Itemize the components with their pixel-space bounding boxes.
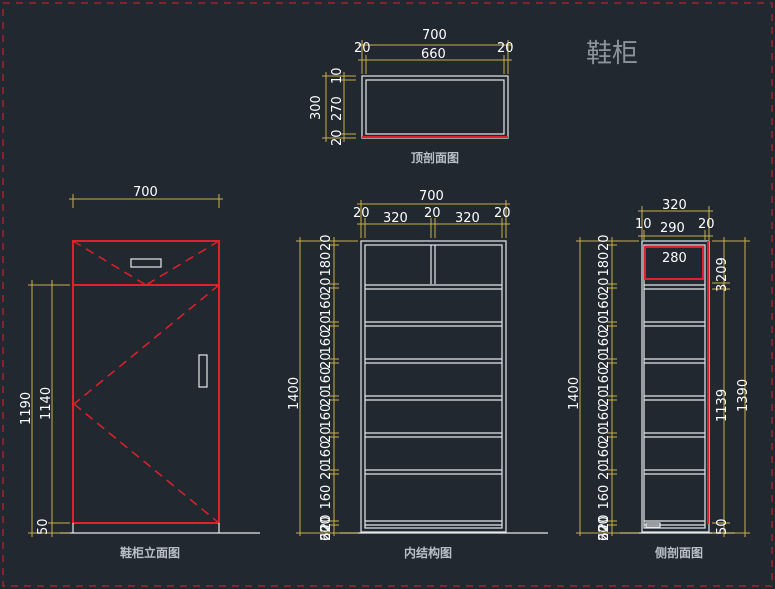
stack-dim-label: 20 (597, 426, 612, 443)
drawer-hinge-line (72, 240, 147, 286)
inner-structure-view: 700 20 320 20 320 20 1400 20180201602016… (287, 189, 548, 560)
stack-dim-label: 160 (597, 485, 612, 510)
stack-dim-label: 20 (597, 315, 612, 332)
stack-dim-label: 20 (319, 352, 334, 369)
stack-dim-label: 160 (319, 485, 334, 510)
stack-dim-label: 20 (319, 277, 334, 294)
inner-height: 1400 (287, 377, 302, 410)
stack-dim-label: 160 (597, 330, 612, 355)
door-handle (198, 354, 208, 388)
stack-dim-label: 160 (597, 367, 612, 392)
elevation-drawer (72, 240, 220, 286)
drawing-title: 鞋柜 (586, 39, 638, 69)
inner-left-wall: 20 (353, 206, 370, 221)
side-inner-frame (643, 244, 706, 529)
door-open-line (73, 403, 220, 524)
side-right-d: 50 (715, 518, 730, 535)
side-overall-height: 1390 (736, 379, 751, 412)
side-right-a: 209 (715, 257, 730, 282)
elevation-base: 50 (36, 518, 51, 535)
stack-dim-label: 20 (597, 463, 612, 480)
side-kick (645, 522, 661, 528)
stack-dim-label: 20 (319, 315, 334, 332)
top-overall-width: 700 (422, 28, 447, 43)
top-section-inner (365, 79, 505, 135)
side-stack-labels: 2018020160201602016020160201602016020220… (597, 234, 612, 541)
elevation-view: 700 1190 1140 50 鞋柜立面图 (19, 185, 260, 560)
elevation-body-height: 1140 (39, 387, 54, 420)
elevation-total-height: 1190 (19, 392, 34, 425)
drawer-hinge-line (145, 240, 220, 286)
top-section-view: 700 660 20 20 300 270 10 20 顶剖面图 (309, 28, 514, 165)
stack-dim-label: 20 (319, 514, 334, 531)
side-right-c: 1139 (715, 389, 730, 422)
side-section-view: 320 10 290 20 280 1400 20180201602016020… (567, 198, 751, 560)
stack-dim-label: 160 (597, 292, 612, 317)
caption-side: 侧剖面图 (655, 545, 703, 560)
caption-top-section: 顶剖面图 (411, 150, 459, 165)
stack-dim-label: 160 (319, 367, 334, 392)
stack-dim-label: 180 (597, 252, 612, 277)
side-right: 20 (698, 217, 715, 232)
inner-shelves (365, 284, 502, 526)
stack-dim-label: 20 (319, 463, 334, 480)
side-shelves (644, 284, 705, 526)
stack-dim-label: 20 (319, 389, 334, 406)
stack-dim-label: 60 (319, 524, 334, 541)
stack-dim-label: 20 (597, 352, 612, 369)
stack-dim-label: 220 (597, 516, 612, 541)
side-inner: 290 (660, 221, 685, 236)
stack-dim-label: 20 (319, 426, 334, 443)
door-open-line (73, 284, 220, 405)
side-drawer (644, 246, 704, 280)
elevation-width: 700 (133, 185, 158, 200)
top-depth: 300 (309, 95, 324, 120)
stack-dim-label: 160 (597, 441, 612, 466)
stack-dim-label: 160 (319, 330, 334, 355)
stack-dim-label: 60 (597, 524, 612, 541)
inner-right-wall: 20 (494, 206, 511, 221)
side-drawer-depth: 280 (662, 251, 687, 266)
stack-dim-label: 20 (319, 234, 334, 251)
inner-inner-frame (364, 244, 503, 529)
elevation-door (72, 284, 220, 524)
stack-dim-label: 20 (597, 234, 612, 251)
stack-dim-label: 20 (597, 514, 612, 531)
stack-dim-label: 20 (597, 277, 612, 294)
inner-outer-frame (360, 240, 507, 533)
top-right-wall: 20 (497, 41, 514, 56)
stack-dim-label: 160 (319, 404, 334, 429)
side-stack-ticks (607, 240, 617, 534)
drawer-handle (130, 258, 162, 268)
side-height: 1400 (567, 377, 582, 410)
top-top-thickness: 10 (330, 67, 345, 84)
top-inner-width: 660 (421, 47, 446, 62)
caption-elevation: 鞋柜立面图 (120, 545, 180, 560)
stack-dim-label: 160 (319, 292, 334, 317)
inner-mid-wall: 20 (424, 206, 441, 221)
top-bottom-thickness: 20 (330, 129, 345, 146)
top-section-outer (361, 75, 509, 139)
top-left-wall: 20 (354, 41, 371, 56)
inner-width: 700 (419, 189, 444, 204)
stack-dim-label: 20 (597, 389, 612, 406)
stack-dim-label: 160 (319, 441, 334, 466)
stack-dim-label: 180 (319, 252, 334, 277)
stack-dim-label: 220 (319, 516, 334, 541)
side-left: 10 (635, 217, 652, 232)
caption-inner: 内结构图 (404, 545, 452, 560)
side-width: 320 (662, 198, 687, 213)
stack-dim-label: 160 (597, 404, 612, 429)
inner-bay2: 320 (455, 211, 480, 226)
top-inner-depth: 270 (330, 96, 345, 121)
inner-bay1: 320 (383, 211, 408, 226)
side-right-b: 3 (715, 284, 730, 292)
inner-stack-ticks (329, 240, 339, 534)
inner-stack-labels: 2018020160201602016020160201602016020220… (319, 234, 334, 541)
